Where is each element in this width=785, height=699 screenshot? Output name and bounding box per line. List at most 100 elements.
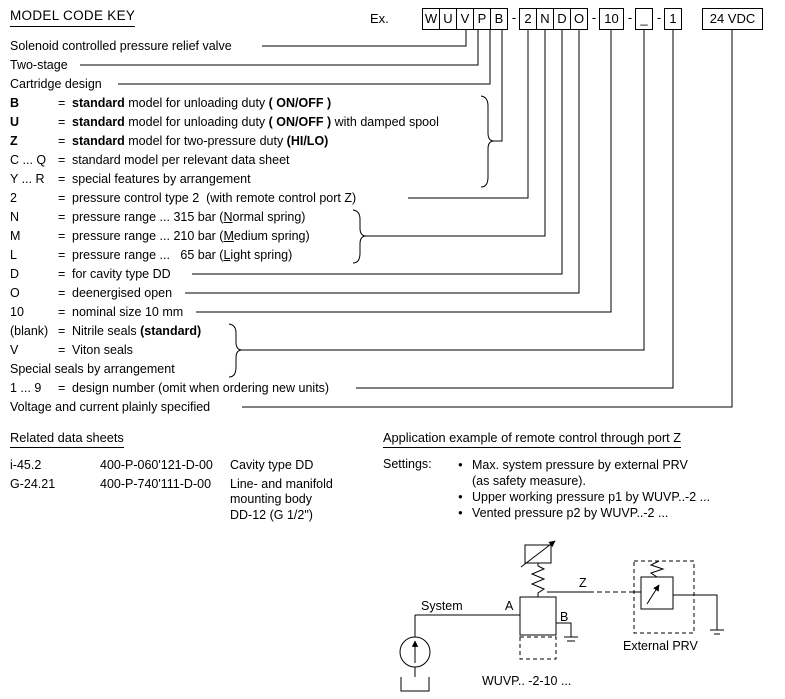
code-key: O bbox=[10, 286, 20, 300]
code-key-row: 10=nominal size 10 mm bbox=[10, 303, 439, 322]
code-key-row: Special seals by arrangement bbox=[10, 360, 439, 379]
prv-flow-arrow bbox=[646, 584, 660, 605]
code-box-p: P bbox=[473, 8, 491, 30]
code-box-blank: _ bbox=[635, 8, 653, 30]
code-key: 1 ... 9 bbox=[10, 381, 42, 395]
code-key-row: Z=standard model for two-pressure duty (… bbox=[10, 132, 439, 151]
code-key-row: Solenoid controlled pressure relief valv… bbox=[10, 37, 439, 56]
code-key-text: N bbox=[223, 210, 233, 224]
code-key: B bbox=[10, 96, 20, 110]
port-b-tank bbox=[564, 636, 578, 642]
setting-bullet: ●Upper working pressure p1 by WUVP..-2 .… bbox=[458, 489, 783, 505]
application-example-section: Application example of remote control th… bbox=[383, 430, 783, 521]
code-key-text: special features by arrangement bbox=[72, 172, 251, 186]
code-key-text: ight spring) bbox=[230, 248, 293, 262]
code-key-text: Cartridge design bbox=[10, 77, 102, 91]
code-key-row: D=for cavity type DD bbox=[10, 265, 439, 284]
code-box-10: 10 bbox=[599, 8, 624, 30]
code-box-v: V bbox=[456, 8, 474, 30]
code-key-row: U = standard model for unloading duty ( ON… bbox=[10, 113, 439, 132]
code-key-row: B = standard model for unloading duty ( ON… bbox=[10, 94, 439, 113]
code-key-text: Solenoid controlled pressure relief valv… bbox=[10, 39, 232, 53]
code-key-row: Y ... R=special features by arrangement bbox=[10, 170, 439, 189]
equals-sign: = bbox=[58, 115, 66, 129]
equals-sign: = bbox=[58, 191, 66, 205]
equals-sign: = bbox=[58, 324, 66, 338]
equals-sign: = bbox=[58, 343, 66, 357]
code-key-text: L bbox=[223, 248, 231, 262]
code-key-text: Special seals by arrangement bbox=[10, 362, 175, 376]
spring-symbol bbox=[530, 563, 546, 597]
code-key-text: model for two-pressure duty bbox=[124, 134, 287, 148]
code-box-d: D bbox=[553, 8, 571, 30]
equals-sign: = bbox=[58, 381, 66, 395]
code-key: V bbox=[10, 343, 19, 357]
code-key-text: model for unloading duty bbox=[124, 96, 269, 110]
code-key-text: with damped spool bbox=[331, 115, 439, 129]
solenoid-arrow bbox=[520, 540, 556, 568]
code-key-text: for cavity type DD bbox=[72, 267, 171, 281]
code-key-row: O = deenergised open bbox=[10, 284, 439, 303]
code-key-text: design number (omit when ordering new un… bbox=[72, 381, 330, 395]
equals-sign: = bbox=[58, 210, 66, 224]
code-key-text: Two-stage bbox=[10, 58, 68, 72]
code-box-o: O bbox=[570, 8, 588, 30]
code-key-text: Viton seals bbox=[72, 343, 133, 357]
code-key-text: M bbox=[223, 229, 234, 243]
port-b-label: B bbox=[560, 610, 568, 624]
code-key: M bbox=[10, 229, 21, 243]
bullet-icon: ● bbox=[458, 460, 463, 469]
code-key: Z bbox=[10, 134, 18, 148]
code-key-text: pressure control type 2 (with remote con… bbox=[72, 191, 357, 205]
application-heading: Application example of remote control th… bbox=[383, 430, 682, 448]
prv-drain-tank bbox=[710, 629, 724, 635]
code-separator: - bbox=[591, 10, 597, 25]
port-b-line bbox=[556, 622, 572, 637]
data-sheet-description: Cavity type DD bbox=[230, 458, 314, 472]
bullet-text: Max. system pressure by external PRV(as … bbox=[472, 458, 688, 488]
brace-model-letters bbox=[480, 95, 495, 188]
equals-sign: = bbox=[58, 286, 66, 300]
code-box-1: 1 bbox=[664, 8, 682, 30]
port-a-label: A bbox=[505, 599, 514, 613]
code-key-row: Two-stage bbox=[10, 56, 439, 75]
code-key-text: deenergised open bbox=[72, 286, 173, 300]
code-key-text: (standard) bbox=[140, 324, 202, 338]
code-key-row: Voltage and current plainly specified bbox=[10, 398, 439, 417]
system-label: System bbox=[421, 599, 463, 613]
code-key-row: N=pressure range ... 315 bar (Normal spr… bbox=[10, 208, 439, 227]
code-separator: - bbox=[511, 10, 517, 25]
equals-sign: = bbox=[58, 96, 66, 110]
external-prv-label: External PRV bbox=[623, 639, 698, 653]
valve-body bbox=[519, 596, 557, 636]
code-key-text: ( ON/OFF ) bbox=[268, 96, 332, 110]
code-key-text: (HI/LO) bbox=[286, 134, 329, 148]
code-key: C ... Q bbox=[10, 153, 47, 167]
code-key-text: standard bbox=[72, 115, 125, 129]
code-key: (blank) bbox=[10, 324, 49, 338]
equals-sign: = bbox=[58, 267, 66, 281]
code-box-2: 2 bbox=[519, 8, 537, 30]
code-separator: - bbox=[627, 10, 633, 25]
code-key: U bbox=[10, 115, 20, 129]
code-key-text: ( ON/OFF ) bbox=[268, 115, 332, 129]
bullet-icon: ● bbox=[458, 508, 463, 517]
code-key-row: C ... Q=standard model per relevant data… bbox=[10, 151, 439, 170]
code-key-row: 2=pressure control type 2 (with remote c… bbox=[10, 189, 439, 208]
example-label: Ex. bbox=[370, 11, 389, 26]
setting-bullet: ● Max. system pressure by external PRV(as… bbox=[458, 457, 783, 489]
code-key-text: ormal spring) bbox=[232, 210, 306, 224]
code-key-text: Nitrile seals bbox=[72, 324, 141, 338]
code-key: 10 bbox=[10, 305, 24, 319]
data-sheet-id: G-24.21 bbox=[10, 476, 56, 491]
equals-sign: = bbox=[58, 153, 66, 167]
code-key-text: model for unloading duty bbox=[124, 115, 269, 129]
code-key-text: standard bbox=[72, 96, 125, 110]
equals-sign: = bbox=[58, 248, 66, 262]
hydraulic-schematic: System A B Z External PRV WUVP.. -2-10 .… bbox=[399, 540, 724, 692]
setting-bullet: ●Vented pressure p2 by WUVP..-2 ... bbox=[458, 505, 783, 521]
